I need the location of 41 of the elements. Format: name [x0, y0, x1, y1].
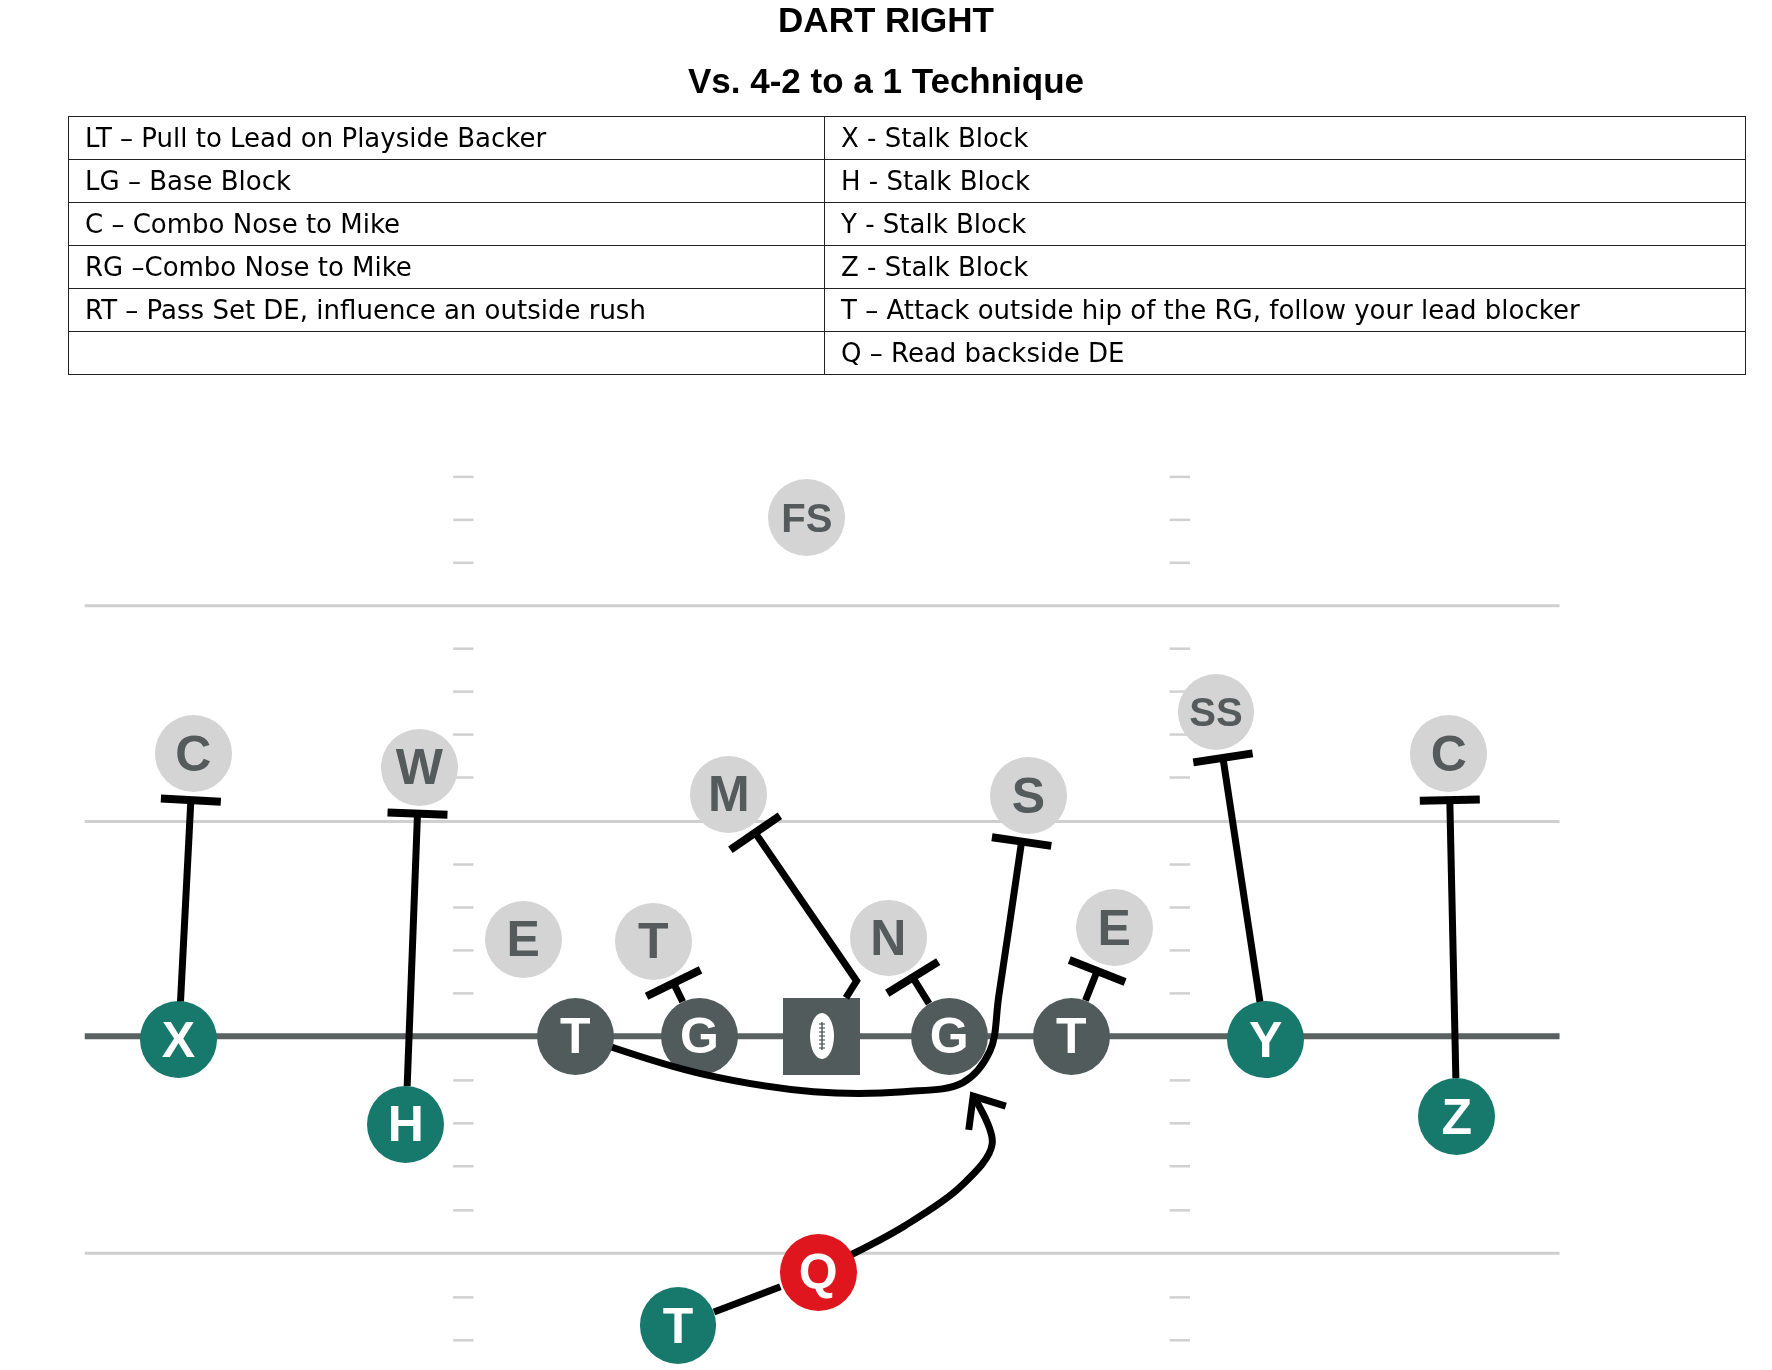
play-title: DART RIGHT	[777, 0, 995, 40]
assignment-text: T – Attack outside hip of the RG, follow your lead blocker	[841, 295, 1580, 325]
assignment-text: H - Stalk Block	[841, 166, 1030, 196]
position-letter: T	[559, 1011, 591, 1062]
assignment-text: Q – Read backside DE	[841, 338, 1125, 368]
position-letter: E	[506, 914, 540, 965]
position-letter: H	[387, 1099, 424, 1150]
route-arrow	[850, 1092, 1010, 1258]
position-letter: T	[637, 916, 669, 967]
assignment-text: LT – Pull to Lead on Playside Backer	[85, 123, 547, 153]
block-line	[642, 965, 705, 1004]
position-letter: C	[175, 728, 212, 779]
block-line	[883, 957, 943, 1006]
position-letter: Q	[798, 1247, 838, 1298]
assignment-text: RG –Combo Nose to Mike	[85, 252, 412, 282]
assignment-text: LG – Base Block	[85, 166, 292, 196]
position-letter: T	[662, 1300, 694, 1351]
subtitle: Vs. 4-2 to a 1 Technique	[686, 61, 1086, 101]
position-letter: N	[870, 912, 907, 963]
assignment-text: C – Combo Nose to Mike	[85, 209, 401, 239]
position-letter: Z	[1441, 1091, 1472, 1142]
assignment-text: Z - Stalk Block	[841, 252, 1029, 282]
position-letter: G	[680, 1011, 719, 1062]
assignment-text: Y - Stalk Block	[841, 209, 1027, 239]
defender-circle	[849, 899, 927, 977]
position-letter: W	[395, 742, 443, 793]
lineman-circle	[910, 997, 988, 1075]
position-letter: Y	[1249, 1014, 1283, 1065]
assignment-text: X - Stalk Block	[841, 123, 1029, 153]
position-letter: E	[1097, 902, 1131, 953]
position-letter: M	[708, 769, 750, 820]
center-box	[783, 997, 860, 1075]
block-line	[726, 811, 861, 1000]
position-letter: X	[161, 1014, 196, 1065]
position-letter: G	[929, 1011, 969, 1062]
position-letter: SS	[1189, 691, 1243, 732]
position-letter: S	[1011, 770, 1046, 821]
position-letter: C	[1430, 728, 1467, 779]
position-letter: T	[1056, 1011, 1087, 1062]
assignment-text: RT – Pass Set DE, influence an outside rush	[85, 295, 646, 325]
position-letter: FS	[781, 497, 833, 538]
